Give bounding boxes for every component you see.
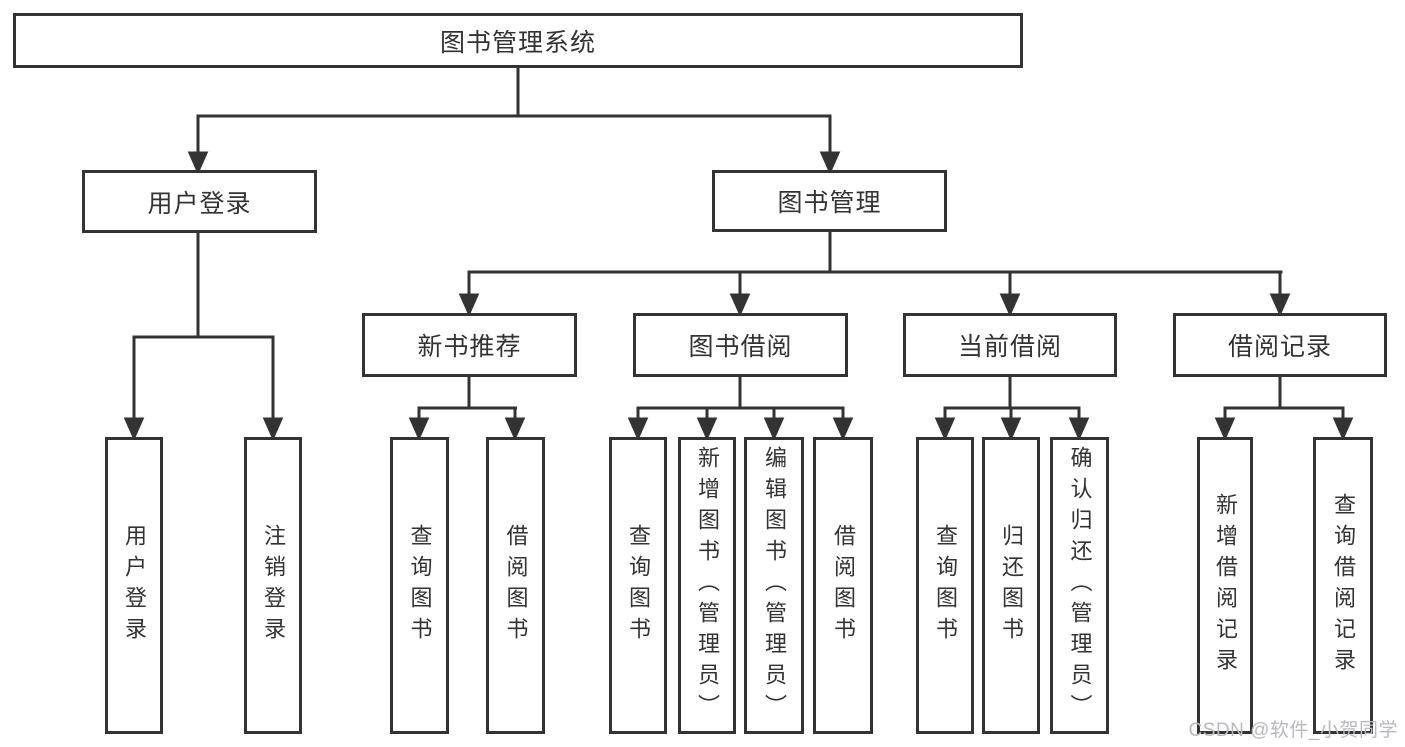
node-book-borrowing: 图书借阅 bbox=[633, 313, 848, 377]
leaf-label: 查询图书 bbox=[626, 523, 651, 648]
leaf-user-login: 用户登录 bbox=[105, 437, 163, 734]
node-label: 图书管理 bbox=[777, 189, 882, 217]
leaf-label: 新增图书（管理员） bbox=[695, 446, 720, 725]
leaf-label: 编辑图书（管理员） bbox=[762, 446, 787, 725]
node-label: 图书借阅 bbox=[688, 333, 793, 361]
leaf-logout: 注销登录 bbox=[244, 437, 302, 734]
node-label: 图书管理系统 bbox=[439, 28, 596, 57]
leaf-query-books-current: 查询图书 bbox=[916, 437, 974, 734]
leaf-return-book: 归还图书 bbox=[982, 437, 1040, 734]
leaf-label: 借阅图书 bbox=[831, 523, 856, 648]
leaf-add-book-admin: 新增图书（管理员） bbox=[678, 437, 736, 734]
leaf-label: 查询图书 bbox=[407, 523, 433, 648]
node-root-system: 图书管理系统 bbox=[13, 13, 1023, 68]
node-current-borrowing: 当前借阅 bbox=[903, 313, 1117, 377]
leaf-label: 用户登录 bbox=[122, 523, 147, 648]
leaf-query-books-borrowing: 查询图书 bbox=[609, 437, 667, 734]
leaf-label: 查询图书 bbox=[933, 523, 958, 648]
leaf-label: 新增借阅记录 bbox=[1213, 492, 1238, 679]
node-label: 新书推荐 bbox=[417, 333, 522, 361]
leaf-label: 确认归还（管理员） bbox=[1067, 446, 1093, 725]
node-new-book-recommend: 新书推荐 bbox=[362, 313, 577, 377]
leaf-label: 查询借阅记录 bbox=[1331, 492, 1356, 679]
leaf-edit-book-admin: 编辑图书（管理员） bbox=[744, 437, 804, 734]
leaf-borrow-books-borrowing: 借阅图书 bbox=[813, 437, 873, 734]
node-label: 用户登录 bbox=[147, 189, 252, 218]
node-label: 当前借阅 bbox=[957, 333, 1062, 361]
node-label: 借阅记录 bbox=[1227, 333, 1332, 361]
leaf-add-borrow-record: 新增借阅记录 bbox=[1197, 437, 1253, 734]
leaf-borrow-books-recommend: 借阅图书 bbox=[486, 437, 545, 734]
node-user-login: 用户登录 bbox=[82, 170, 317, 233]
leaf-query-borrow-record: 查询借阅记录 bbox=[1313, 437, 1373, 734]
leaf-label: 归还图书 bbox=[999, 523, 1024, 648]
leaf-label: 注销登录 bbox=[261, 523, 286, 648]
leaf-label: 借阅图书 bbox=[503, 523, 529, 648]
node-borrow-records: 借阅记录 bbox=[1173, 313, 1387, 377]
watermark: CSDN @软件_小贺同学 bbox=[1188, 720, 1398, 741]
node-book-management: 图书管理 bbox=[712, 170, 947, 232]
leaf-confirm-return-admin: 确认归还（管理员） bbox=[1050, 437, 1109, 734]
leaf-query-books-recommend: 查询图书 bbox=[390, 437, 449, 734]
